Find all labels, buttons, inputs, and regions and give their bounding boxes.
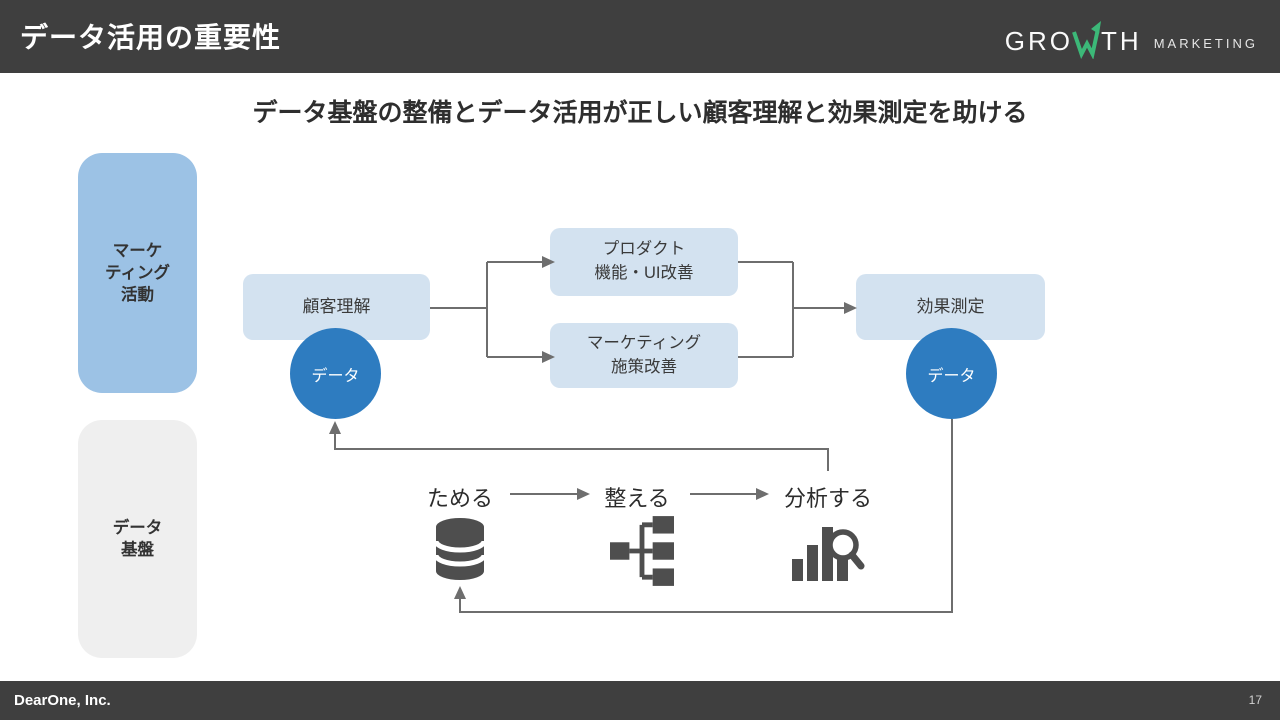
analyze-icon <box>790 513 865 590</box>
data-circle-right: データ <box>906 328 997 419</box>
organize-icon <box>610 512 674 595</box>
lane-foundation-label: データ 基盤 <box>112 518 163 559</box>
logo-wordmark: GRO TH <box>1005 21 1142 61</box>
logo-text-left: GRO <box>1004 25 1074 56</box>
lane-marketing-activity: マーケ ティング 活動 <box>78 153 197 393</box>
company-name: DearOne, Inc. <box>14 692 111 709</box>
slide-subtitle: データ基盤の整備とデータ活用が正しい顧客理解と効果測定を助ける <box>252 99 1028 127</box>
lane-marketing-label: マーケ ティング 活動 <box>104 241 170 305</box>
box-marketing-improvement: マーケティング 施策改善 <box>550 323 738 388</box>
step-label-analyze: 分析する <box>783 486 872 511</box>
growth-arrow-icon <box>1072 21 1102 59</box>
data-circle-left: データ <box>290 328 381 419</box>
database-icon <box>433 516 487 589</box>
lane-data-foundation: データ 基盤 <box>78 420 197 658</box>
box-product-improvement: プロダクト 機能・UI改善 <box>550 228 738 296</box>
page-number: 17 <box>1248 693 1262 707</box>
page-title: データ活用の重要性 <box>20 22 282 53</box>
logo-subtext: MARKETING <box>1153 35 1258 51</box>
split-connector <box>430 256 555 363</box>
measurement-feedback-connector <box>454 419 953 613</box>
logo-text-right: TH <box>1101 25 1142 56</box>
step-label-store: ためる <box>426 486 493 511</box>
step-label-organize: 整える <box>604 486 670 511</box>
analysis-feedback-connector <box>329 421 829 471</box>
growth-marketing-logo: GRO TH MARKETING <box>1005 21 1258 61</box>
footer-bar: DearOne, Inc. 17 <box>0 681 1280 720</box>
merge-connector <box>738 261 857 358</box>
header-bar: データ活用の重要性 GRO TH MARKETING <box>0 0 1280 73</box>
